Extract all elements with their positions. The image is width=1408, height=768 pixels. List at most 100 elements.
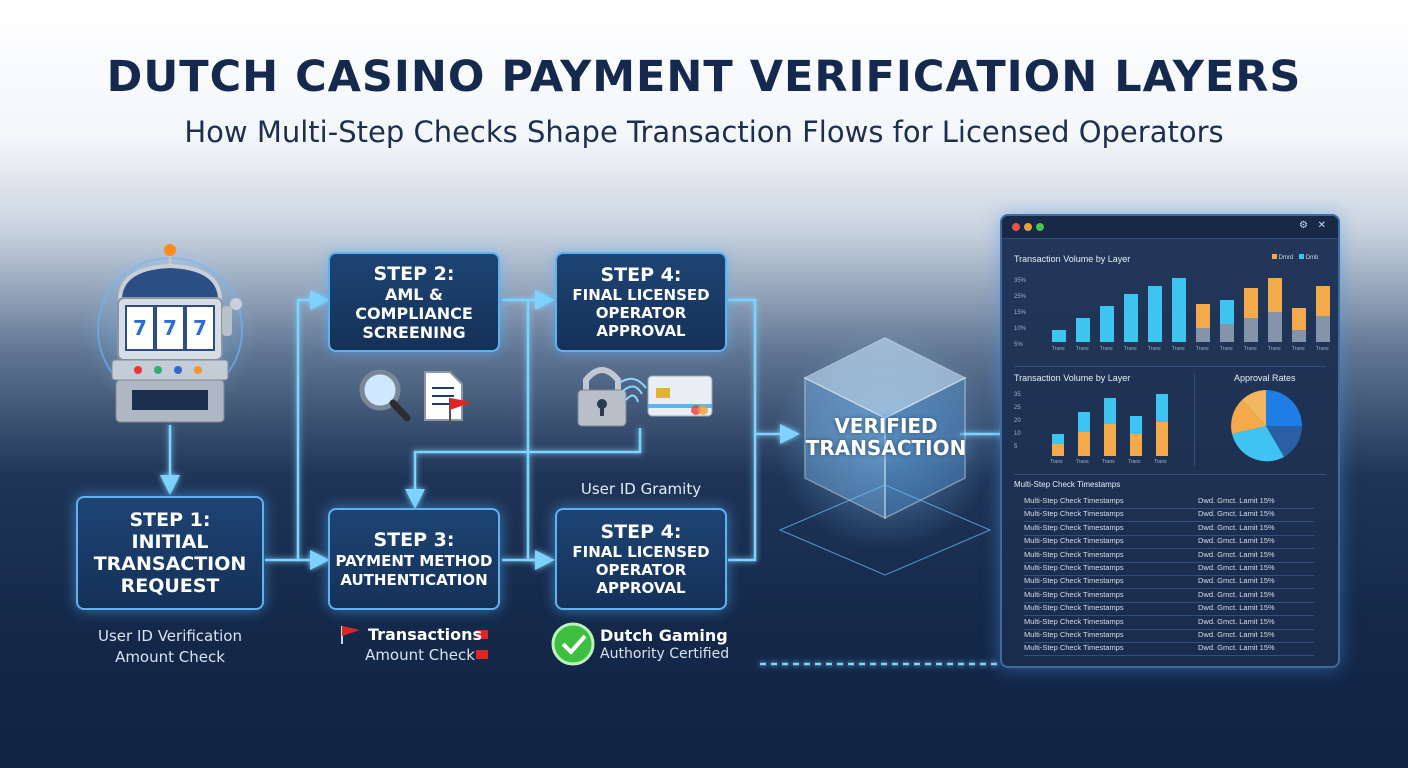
- chart1-x-label: Trans: [1316, 346, 1329, 352]
- table-row-value: Dwd. Gmct. Lamit 15%: [1198, 616, 1275, 626]
- connector-lines: [160, 290, 1023, 666]
- step3-line1: PAYMENT METHOD: [335, 552, 493, 570]
- chart2-bar-top: [1078, 412, 1090, 432]
- legend-swatch-orange: [1272, 254, 1277, 259]
- certified-caption: Dutch Gaming Authority Certified: [600, 626, 735, 664]
- step1-heading: STEP 1:: [129, 509, 211, 531]
- table-row-value: Dwd. Gmct. Lamit 15%: [1198, 643, 1275, 653]
- chart1-x-label: Trans: [1220, 346, 1233, 352]
- chart1-x-label: Trans: [1124, 346, 1137, 352]
- chart2-bar-bottom: [1130, 434, 1142, 456]
- chart-divider: [1014, 366, 1326, 367]
- page-title: DUTCH CASINO PAYMENT VERIFICATION LAYERS: [106, 52, 1302, 102]
- pie-title: Approval Rates: [1234, 373, 1296, 383]
- step4b-heading: STEP 4:: [600, 521, 682, 543]
- table-divider: [1014, 474, 1326, 475]
- table-row-value: Dwd. Gmct. Lamit 15%: [1198, 522, 1275, 532]
- step2-heading: STEP 2:: [373, 262, 455, 285]
- table-row-label: Multi-Step Check Timestamps: [1024, 643, 1124, 653]
- svg-text:7: 7: [133, 316, 147, 340]
- step4b-box: STEP 4: FINAL LICENSED OPERATOR APPROVAL: [555, 508, 727, 610]
- chart1-y-tick: 25%: [1014, 294, 1027, 300]
- chart2-y-tick: 20: [1014, 418, 1021, 424]
- slot-machine-icon: 7 7 7: [82, 242, 258, 423]
- table-row-label: Multi-Step Check Timestamps: [1024, 509, 1124, 519]
- table-title: Multi-Step Check Timestamps: [1014, 480, 1121, 489]
- chart2-x-label: Trans: [1128, 459, 1141, 465]
- step4a-heading: STEP 4:: [600, 264, 682, 286]
- chart1-x-label: Trans: [1052, 346, 1065, 352]
- table-row-label: Multi-Step Check Timestamps: [1024, 603, 1124, 613]
- chart1-bar: [1148, 286, 1162, 342]
- step3-line2: AUTHENTICATION: [340, 571, 488, 589]
- padlock-icon: [577, 367, 627, 427]
- chart2-bar-bottom: [1052, 443, 1064, 456]
- table-row: Multi-Step Check Timestamps Dwd. Gmct. La…: [1024, 617, 1314, 630]
- chart1-x-label: Trans: [1196, 346, 1209, 352]
- chart1-bar: [1316, 286, 1330, 316]
- chart1-legend: Dmrd Dmb: [1272, 254, 1318, 261]
- chart2-title: Transaction Volume by Layer: [1014, 373, 1131, 383]
- step1-line3: REQUEST: [120, 575, 220, 597]
- chart2-bar-top: [1104, 398, 1116, 425]
- table-row-value: Dwd. Gmct. Lamit 15%: [1198, 536, 1275, 546]
- window-maximize-dot[interactable]: [1036, 223, 1044, 231]
- table-row-value: Dwd. Gmct. Lamit 15%: [1198, 563, 1275, 572]
- legend-swatch-cyan: [1299, 254, 1305, 259]
- chart1-bar: [1172, 278, 1186, 342]
- table-row-value: Dwd. Gmct. Lamit 15%: [1198, 589, 1275, 599]
- table-row-label: Multi-Step Check Timestamps: [1024, 496, 1124, 505]
- table-row-label: Multi-Step Check Timestamps: [1024, 616, 1124, 626]
- dashboard-panel: ⚙ ✕ Transaction Volume by Layer Dmrd Dmb…: [1000, 214, 1340, 668]
- step4a-line1: FINAL LICENSED: [572, 286, 710, 304]
- settings-icon[interactable]: ⚙: [1299, 220, 1308, 231]
- verified-cube-icon: [775, 330, 995, 576]
- verified-line1: VERIFIED: [834, 414, 938, 438]
- step3-caption-line1: Transactions: [367, 625, 483, 644]
- chart1-y-tick: 5%: [1014, 342, 1023, 348]
- table-row-value: Dwd. Gmct. Lamit 15%: [1198, 509, 1275, 519]
- window-close-dot[interactable]: [1012, 223, 1020, 231]
- step3-box: STEP 3: PAYMENT METHOD AUTHENTICATION: [328, 508, 500, 610]
- chart1-bar-base: [1220, 324, 1234, 342]
- table-row-label: Multi-Step Check Timestamps: [1024, 563, 1124, 572]
- step4b-line1: FINAL LICENSED: [572, 543, 710, 561]
- table-row-label: Multi-Step Check Timestamps: [1024, 536, 1124, 546]
- flag-icon: [341, 626, 488, 659]
- table-row-label: Multi-Step Check Timestamps: [1024, 549, 1124, 559]
- chart1-y-tick: 10%: [1014, 326, 1027, 332]
- table-row-label: Multi-Step Check Timestamps: [1024, 576, 1124, 586]
- chart1-bar: [1292, 308, 1306, 330]
- chart2-bar-top: [1130, 416, 1142, 434]
- chart1-bar-base: [1292, 330, 1306, 342]
- check-badge-icon: [551, 622, 595, 666]
- step2-line2: COMPLIANCE: [355, 303, 473, 323]
- chart2-y-tick: 5: [1014, 444, 1018, 450]
- table-row-value: Dwd. Gmct. Lamit 15%: [1198, 630, 1275, 639]
- window-minimize-dot[interactable]: [1024, 223, 1032, 231]
- chart1-x-label: Trans: [1268, 346, 1281, 352]
- step2-line1: AML &: [384, 284, 444, 304]
- chart1-y-tick: 35%: [1014, 278, 1027, 284]
- table-row-value: Dwd. Gmct. Lamit 15%: [1198, 496, 1275, 505]
- expand-icon[interactable]: ✕: [1317, 220, 1326, 231]
- step3-caption: Transactions Amount Check: [340, 624, 500, 666]
- step4a-line2: OPERATOR: [595, 304, 687, 322]
- chart1-bar: [1124, 294, 1138, 342]
- step4b-line3: APPROVAL: [596, 579, 686, 597]
- page-subtitle: How Multi-Step Checks Shape Transaction …: [184, 115, 1224, 149]
- verified-transaction-label: VERIFIED TRANSACTION: [800, 415, 972, 459]
- chart2-bar-bottom: [1156, 421, 1168, 456]
- step2-box: STEP 2: AML & COMPLIANCE SCREENING: [328, 252, 500, 352]
- chart1-bar: [1244, 288, 1258, 318]
- step1-caption: User ID Verification Amount Check: [70, 626, 270, 668]
- table-row: Multi-Step Check Timestamps Dwd. Gmct. La…: [1024, 563, 1314, 576]
- chart2-y-tick: 10: [1014, 431, 1021, 437]
- chart1-title: Transaction Volume by Layer: [1014, 254, 1131, 264]
